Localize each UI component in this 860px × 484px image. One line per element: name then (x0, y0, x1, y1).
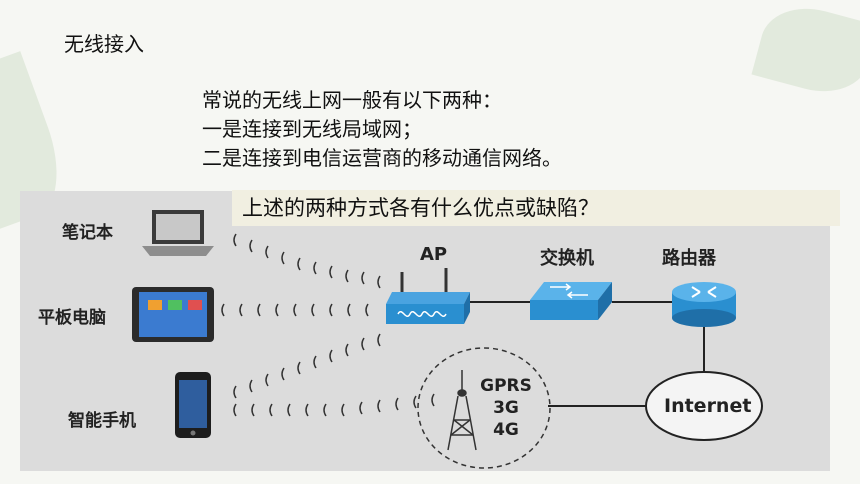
tablet-icon (132, 287, 214, 342)
intro-line: 常说的无线上网一般有以下两种： (202, 88, 502, 112)
device-label-tablet: 平板电脑 (38, 308, 106, 328)
intro-line: 一是连接到无线局域网； (202, 117, 422, 141)
cell-tower-icon (447, 370, 477, 451)
cell-label-4g: 4G (493, 420, 519, 440)
phone-icon (175, 372, 211, 438)
switch-label: 交换机 (540, 248, 594, 269)
ap-label: AP (420, 244, 448, 265)
router-icon (672, 282, 736, 327)
cell-network-ellipse (417, 347, 551, 469)
device-label-phone: 智能手机 (68, 411, 136, 431)
switch-icon (530, 282, 612, 320)
device-label-laptop: 笔记本 (62, 223, 113, 243)
wifi-signal-tablet (221, 303, 369, 317)
router-label: 路由器 (662, 248, 716, 269)
intro-line: 二是连接到电信运营商的移动通信网络。 (202, 146, 562, 170)
cell-label-3g: 3G (493, 398, 519, 418)
wifi-signal-phone-ap (233, 333, 381, 399)
slide-title: 无线接入 (64, 32, 144, 56)
intro-text: 常说的无线上网一般有以下两种： 一是连接到无线局域网； 二是连接到电信运营商的移… (202, 86, 562, 173)
access-point-icon (386, 268, 470, 324)
wifi-signal-laptop (233, 233, 381, 289)
laptop-icon (142, 210, 214, 256)
internet-label: Internet (664, 395, 752, 417)
wifi-signal-phone-cell (233, 393, 435, 417)
cell-label-gprs: GPRS (480, 376, 532, 396)
cell-tech-labels: GPRS 3G 4G (476, 375, 536, 441)
discussion-question: 上述的两种方式各有什么优点或缺陷？ (232, 190, 840, 226)
